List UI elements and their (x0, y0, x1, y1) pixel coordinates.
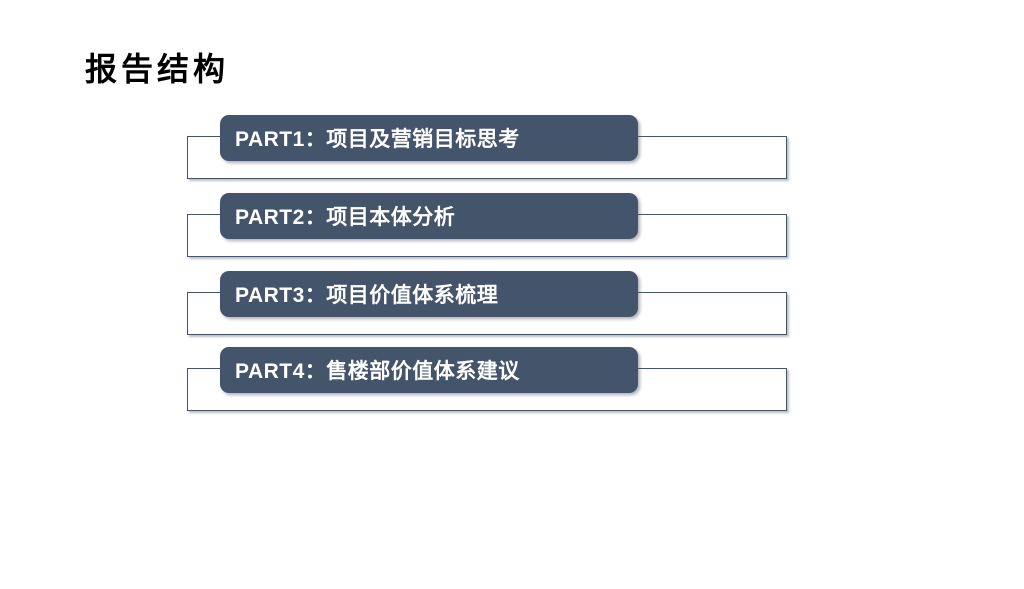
part-group-4: PART4：售楼部价值体系建议 (0, 347, 1024, 413)
part-banner-4: PART4：售楼部价值体系建议 (220, 347, 638, 393)
part-group-3: PART3：项目价值体系梳理 (0, 271, 1024, 337)
part-banner-1: PART1：项目及营销目标思考 (220, 115, 638, 161)
part-group-2: PART2：项目本体分析 (0, 193, 1024, 259)
part-banner-3: PART3：项目价值体系梳理 (220, 271, 638, 317)
part-group-1: PART1：项目及营销目标思考 (0, 115, 1024, 181)
slide-title: 报告结构 (85, 51, 230, 87)
part-banner-2: PART2：项目本体分析 (220, 193, 638, 239)
